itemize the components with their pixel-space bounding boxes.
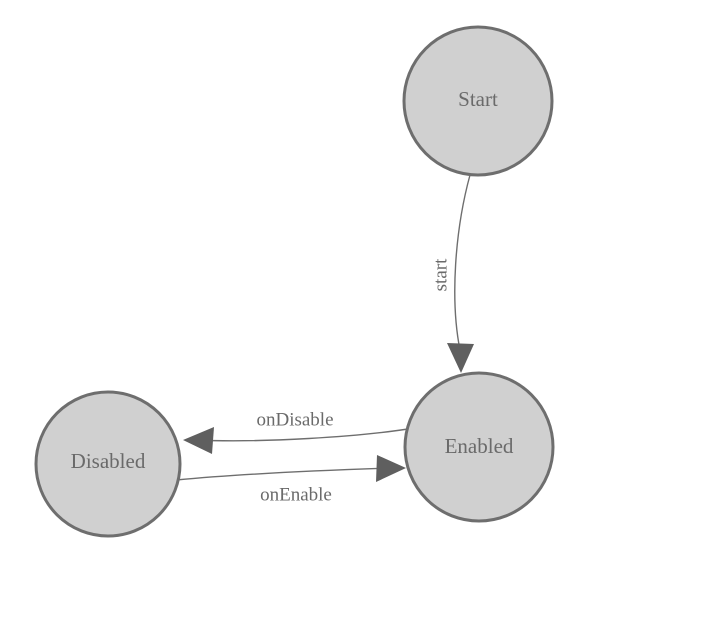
edge-disabled-to-enabled[interactable]: onEnable <box>175 455 406 506</box>
state-node-disabled-label: Disabled <box>71 449 146 473</box>
edge-disabled-to-enabled-line <box>175 467 393 481</box>
state-node-enabled[interactable]: Enabled <box>403 371 555 523</box>
state-node-disabled[interactable]: Disabled <box>34 390 182 538</box>
edge-enabled-to-disabled-arrowhead <box>183 427 214 454</box>
edge-disabled-to-enabled-arrowhead <box>376 455 406 482</box>
edge-start-to-enabled-line <box>454 174 471 351</box>
state-node-start-circle <box>402 25 554 177</box>
edge-label-start: start <box>431 258 452 291</box>
state-node-enabled-label: Enabled <box>445 434 514 458</box>
edge-start-to-enabled-arrowhead <box>447 343 474 373</box>
edge-enabled-to-disabled-line <box>194 427 415 442</box>
edge-enabled-to-disabled[interactable]: onDisable <box>183 410 415 455</box>
state-node-disabled-circle <box>34 390 182 538</box>
state-node-enabled-circle <box>403 371 555 523</box>
state-node-start-label: Start <box>458 87 498 111</box>
edge-label-onenable: onEnable <box>260 485 332 506</box>
edge-start-to-enabled[interactable]: start <box>431 174 475 373</box>
state-node-start[interactable]: Start <box>402 25 554 177</box>
edge-label-ondisable: onDisable <box>256 410 333 431</box>
